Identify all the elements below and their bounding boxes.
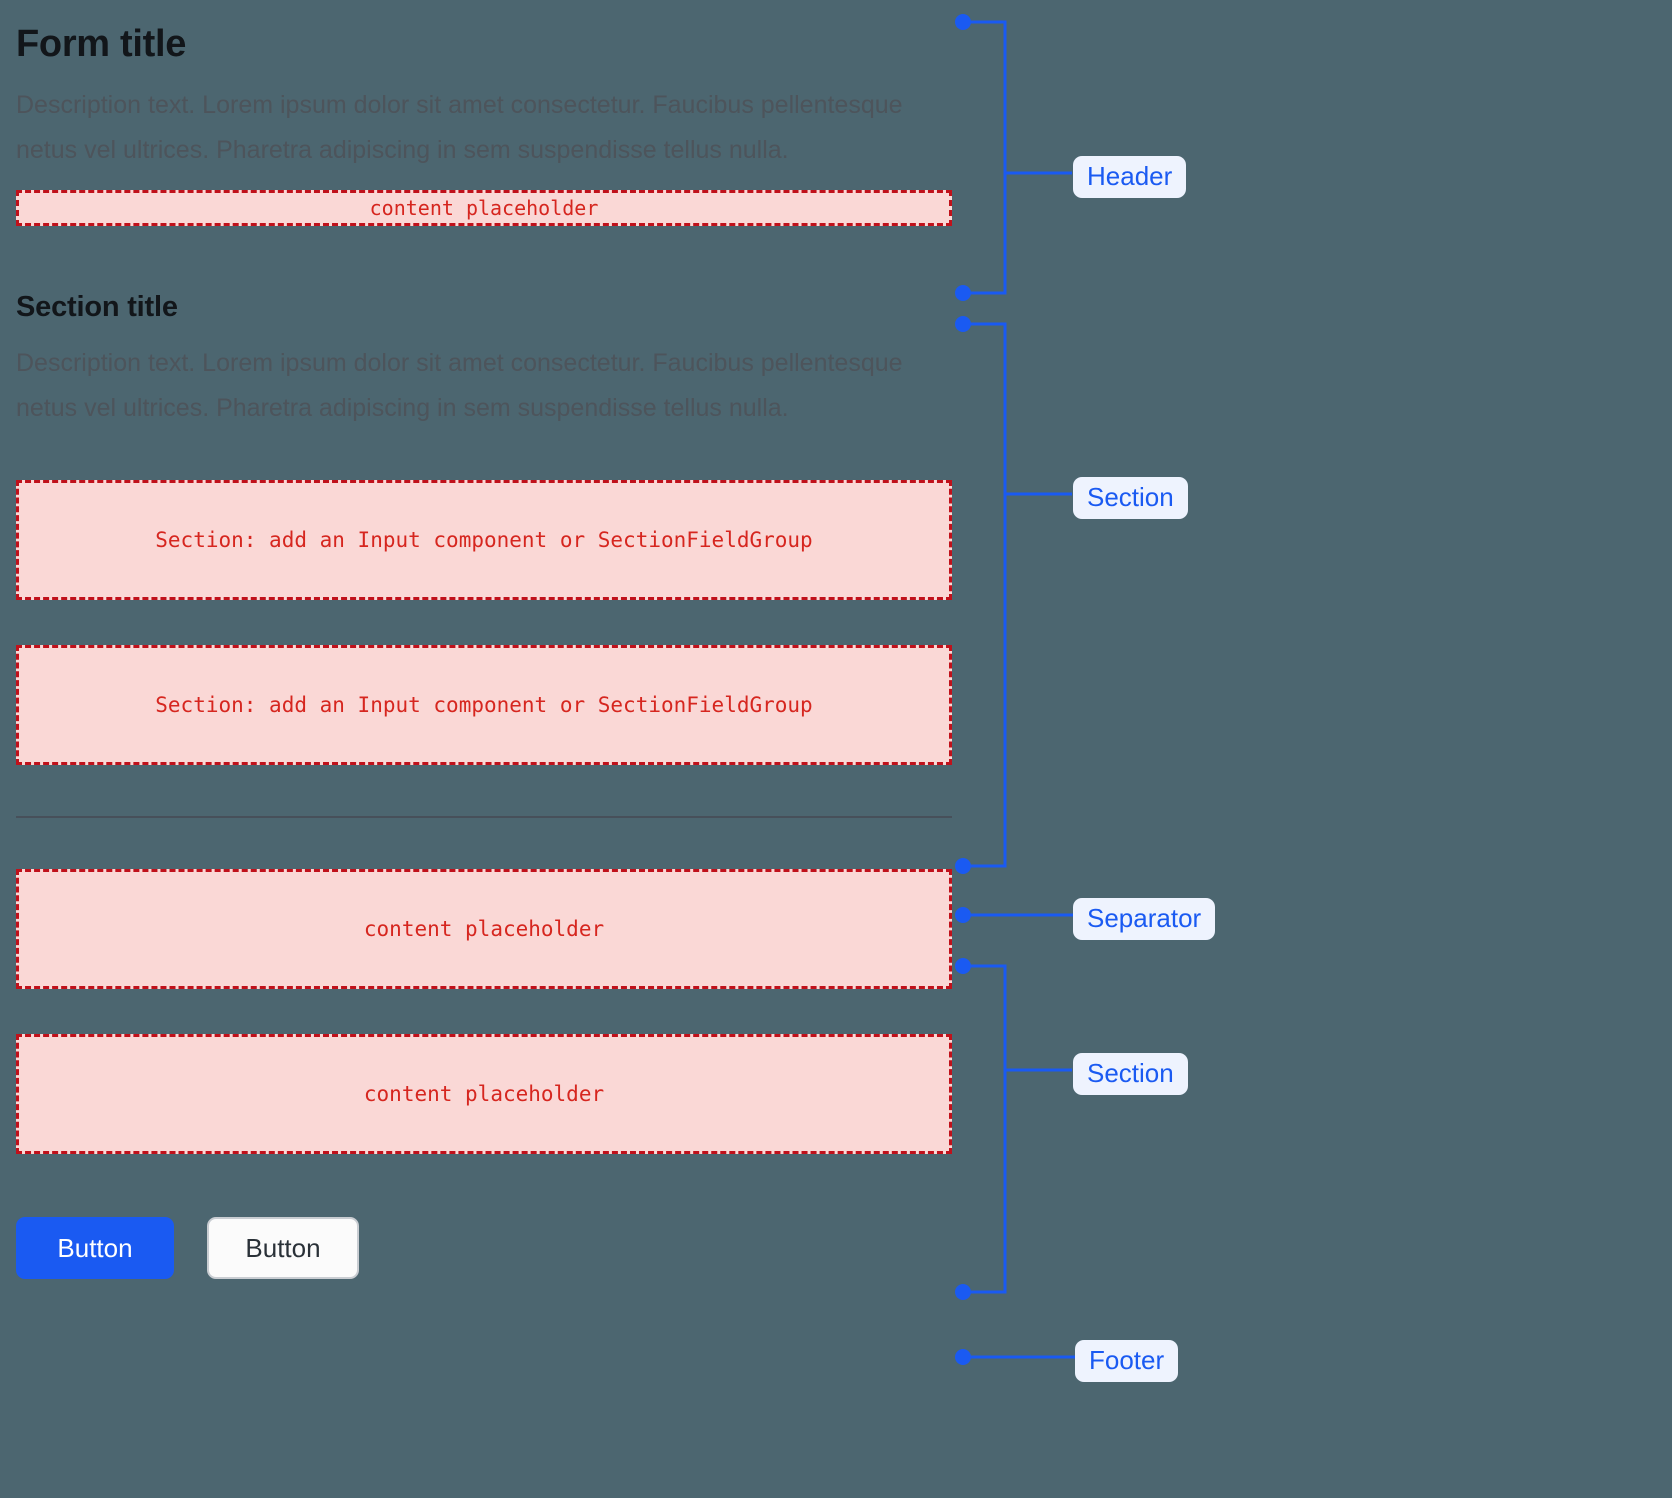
- form-footer: Button Button: [16, 1216, 952, 1279]
- connector-dot: [955, 907, 971, 923]
- annotation-label-section-one[interactable]: Section: [1073, 477, 1188, 519]
- connector-dot: [955, 285, 971, 301]
- form-header: Form title Description text. Lorem ipsum…: [16, 22, 952, 227]
- separator: [16, 815, 952, 818]
- connector-dot: [955, 858, 971, 874]
- form-section-two: content placeholder content placeholder: [16, 868, 952, 1154]
- section-field-placeholder: Section: add an Input component or Secti…: [16, 644, 952, 765]
- connector-dot: [955, 958, 971, 974]
- form-container: Form title Description text. Lorem ipsum…: [16, 0, 952, 1279]
- section-field-placeholder: Section: add an Input component or Secti…: [16, 479, 952, 600]
- annotation-label-separator[interactable]: Separator: [1073, 898, 1216, 940]
- annotation-label-section-two[interactable]: Section: [1073, 1053, 1188, 1095]
- header-description: Description text. Lorem ipsum dolor sit …: [16, 90, 903, 164]
- annotation-label-footer[interactable]: Footer: [1075, 1340, 1179, 1382]
- header-content-placeholder: content placeholder: [16, 190, 952, 227]
- section-content-placeholder: content placeholder: [16, 1033, 952, 1154]
- connector-dot: [955, 1284, 971, 1300]
- section-content-placeholder: content placeholder: [16, 868, 952, 989]
- secondary-button[interactable]: Button: [207, 1216, 359, 1279]
- primary-button[interactable]: Button: [16, 1216, 174, 1279]
- connector-dot: [955, 14, 971, 30]
- section-description: Description text. Lorem ipsum dolor sit …: [16, 349, 903, 422]
- connector-dot: [955, 316, 971, 332]
- annotation-label-header[interactable]: Header: [1073, 156, 1187, 198]
- section-title: Section title: [16, 291, 178, 324]
- connector-dot: [955, 1349, 971, 1365]
- form-section-one: Section title Description text. Lorem ip…: [16, 290, 952, 765]
- page-title: Form title: [16, 23, 187, 65]
